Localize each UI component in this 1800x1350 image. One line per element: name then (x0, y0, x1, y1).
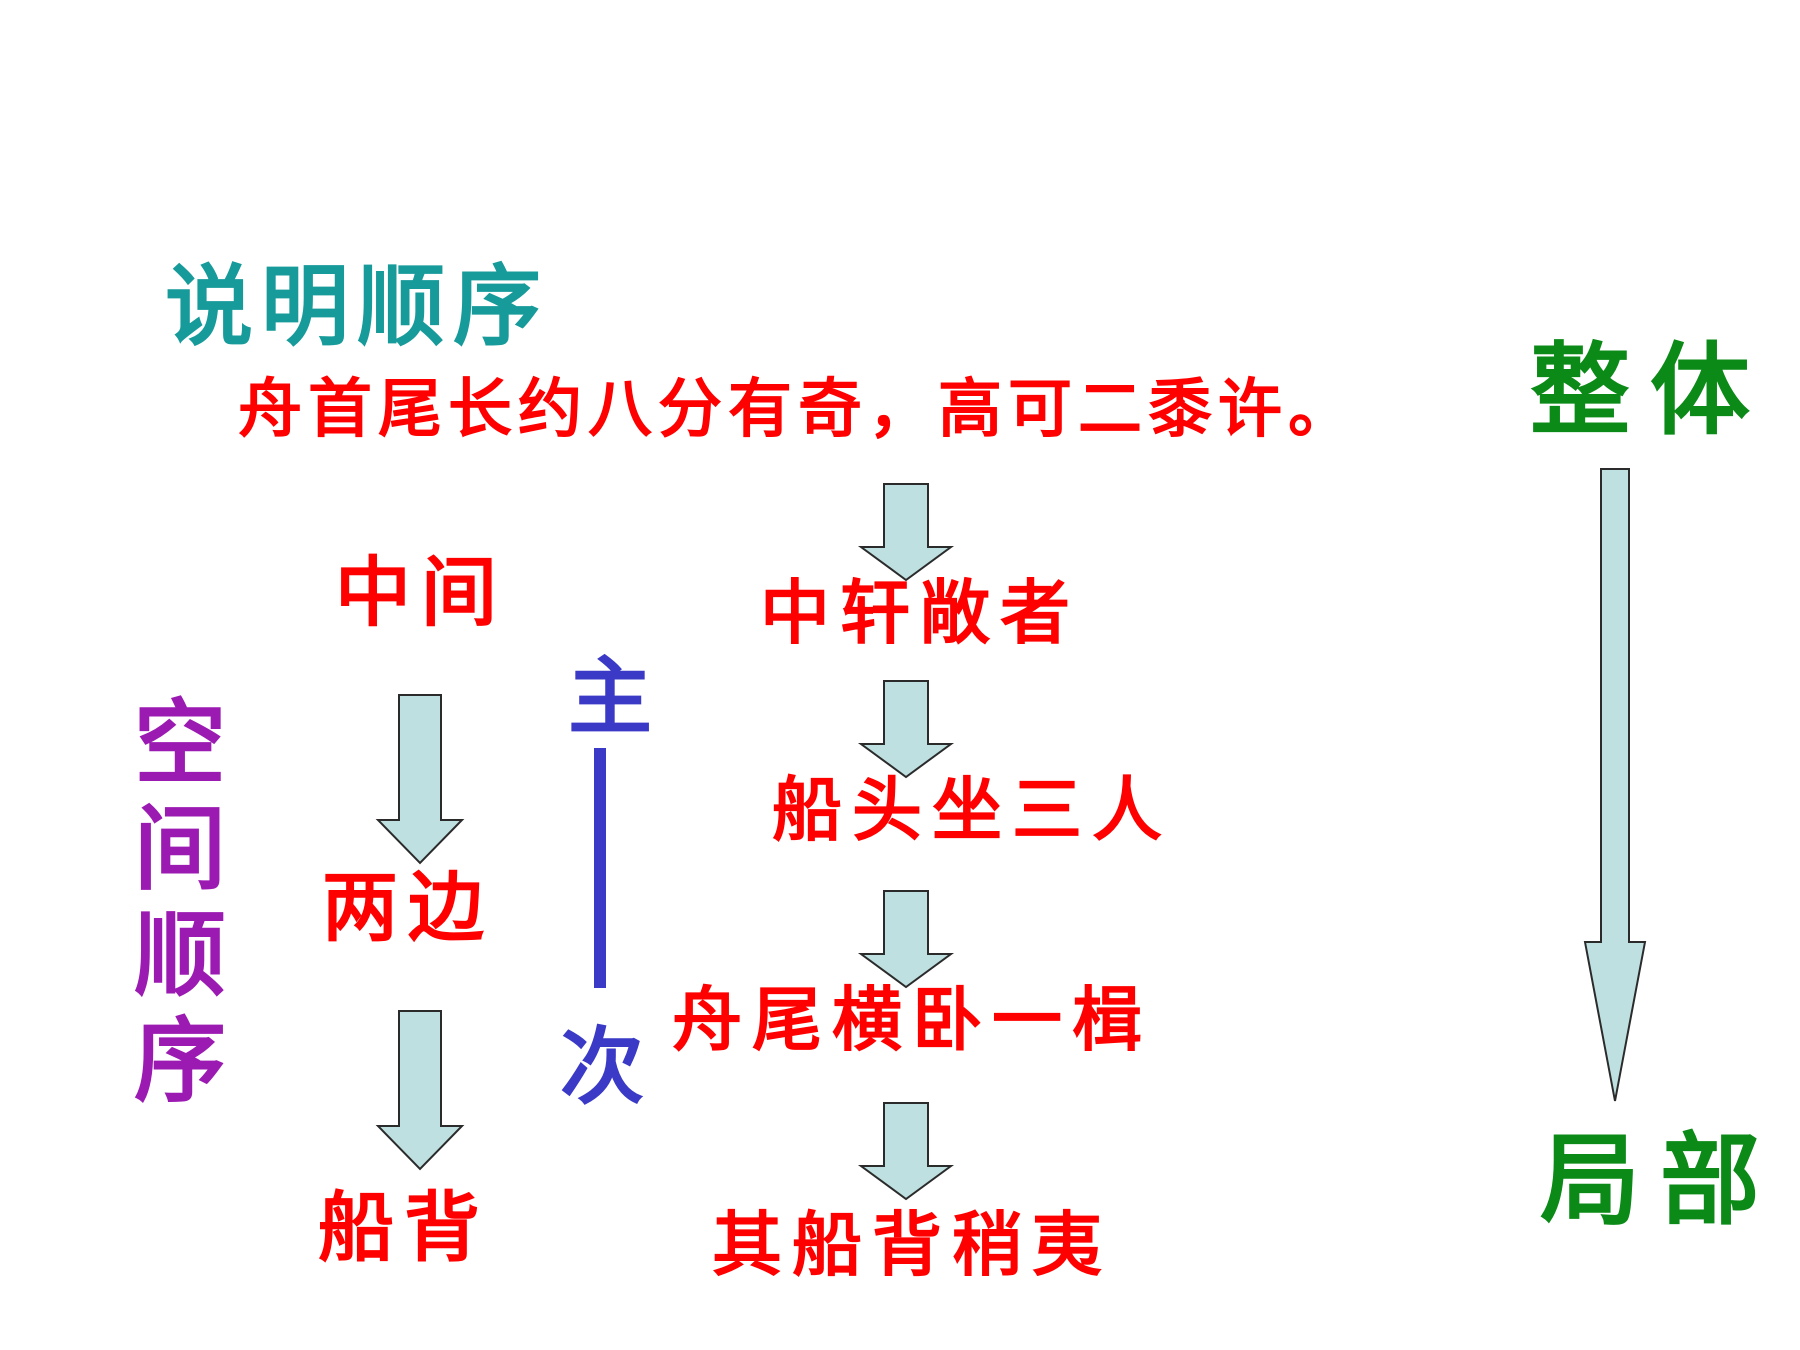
arrow-down-icon (375, 694, 465, 865)
secondary-label: 次 (560, 1017, 645, 1116)
primary-secondary-line (594, 748, 606, 988)
center-node-4: 其船背稍夷 (712, 1203, 1112, 1286)
center-node-3: 舟尾横卧一楫 (672, 978, 1152, 1061)
main-sentence: 舟首尾长约八分有奇，高可二黍许。 (238, 372, 1358, 447)
center-node-2: 船头坐三人 (772, 768, 1172, 851)
arrow-down-icon (857, 483, 955, 582)
arrow-down-icon (375, 1010, 465, 1171)
left-node-middle: 中间 (335, 548, 507, 637)
left-node-back: 船背 (318, 1183, 490, 1272)
spatial-order-label: 空间顺序 (133, 689, 226, 1115)
arrow-down-icon (857, 1102, 955, 1201)
left-node-sides: 两边 (322, 863, 494, 952)
arrow-down-icon (857, 680, 955, 779)
whole-label: 整体 (1530, 331, 1770, 449)
primary-label: 主 (568, 647, 653, 746)
diagram-title: 说明顺序 (165, 254, 550, 358)
part-label: 局部 (1540, 1121, 1780, 1239)
arrow-down-icon (857, 890, 955, 989)
arrow-down-long-icon (1583, 468, 1647, 1102)
center-node-1: 中轩敞者 (760, 571, 1080, 654)
